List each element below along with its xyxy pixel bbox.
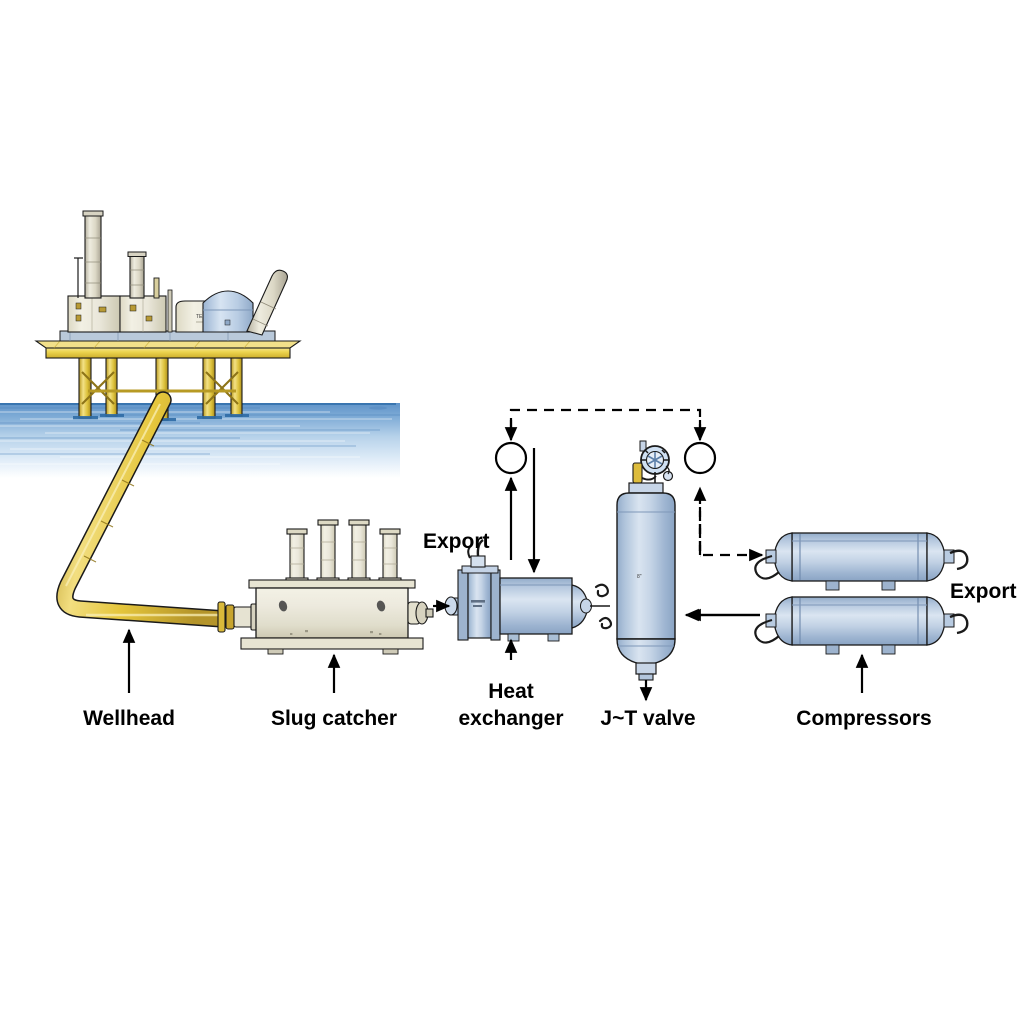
subsea-pipeline (56, 391, 258, 633)
flare-stack-tall (74, 210, 104, 299)
heat-exchanger (444, 539, 613, 642)
label-heat-exchanger-line2: exchanger (458, 707, 563, 730)
flare-stack-short (127, 251, 160, 299)
label-jt-valve: J~T valve (600, 707, 695, 730)
platform-module-left (67, 295, 167, 333)
vent-mast (167, 289, 173, 333)
label-export-right: Export (950, 580, 1017, 603)
vessel-marking: 8" (637, 574, 642, 580)
instrument-bubbles (494, 441, 717, 475)
label-slug-catcher: Slug catcher (271, 707, 397, 730)
inclined-crane (246, 269, 289, 336)
platform-tank-blue (202, 290, 254, 333)
compressor-lower (754, 596, 969, 655)
exchanger-duty-arrows (504, 448, 541, 574)
pipeline-flange (217, 601, 258, 633)
bubble-left (494, 441, 528, 475)
exchanger-scribble (594, 583, 613, 630)
recycle-loop-dashed (509, 408, 705, 557)
recycle-loop-arrowheads (504, 420, 707, 442)
bubble-right (683, 441, 717, 475)
offshore-platform: TEXACO (34, 210, 302, 422)
module-support (59, 330, 276, 342)
jt-valve-vessel: 8" (616, 440, 676, 681)
label-wellhead: Wellhead (83, 707, 175, 730)
recycle-to-compressor-dashed (698, 524, 764, 562)
label-export-left: Export (423, 530, 490, 553)
label-leaders (122, 628, 869, 702)
sea-water (0, 403, 400, 478)
slug-catcher-risers (285, 519, 402, 585)
heat-exchanger-vent (467, 539, 486, 568)
slug-catcher (240, 519, 434, 655)
slug-catcher-outlet (407, 601, 434, 625)
label-compressors: Compressors (796, 707, 931, 730)
platform-deck (34, 340, 302, 359)
jt-valve-handwheel (632, 440, 674, 485)
compressor-upper (754, 532, 969, 591)
label-heat-exchanger-line1: Heat (488, 680, 534, 703)
